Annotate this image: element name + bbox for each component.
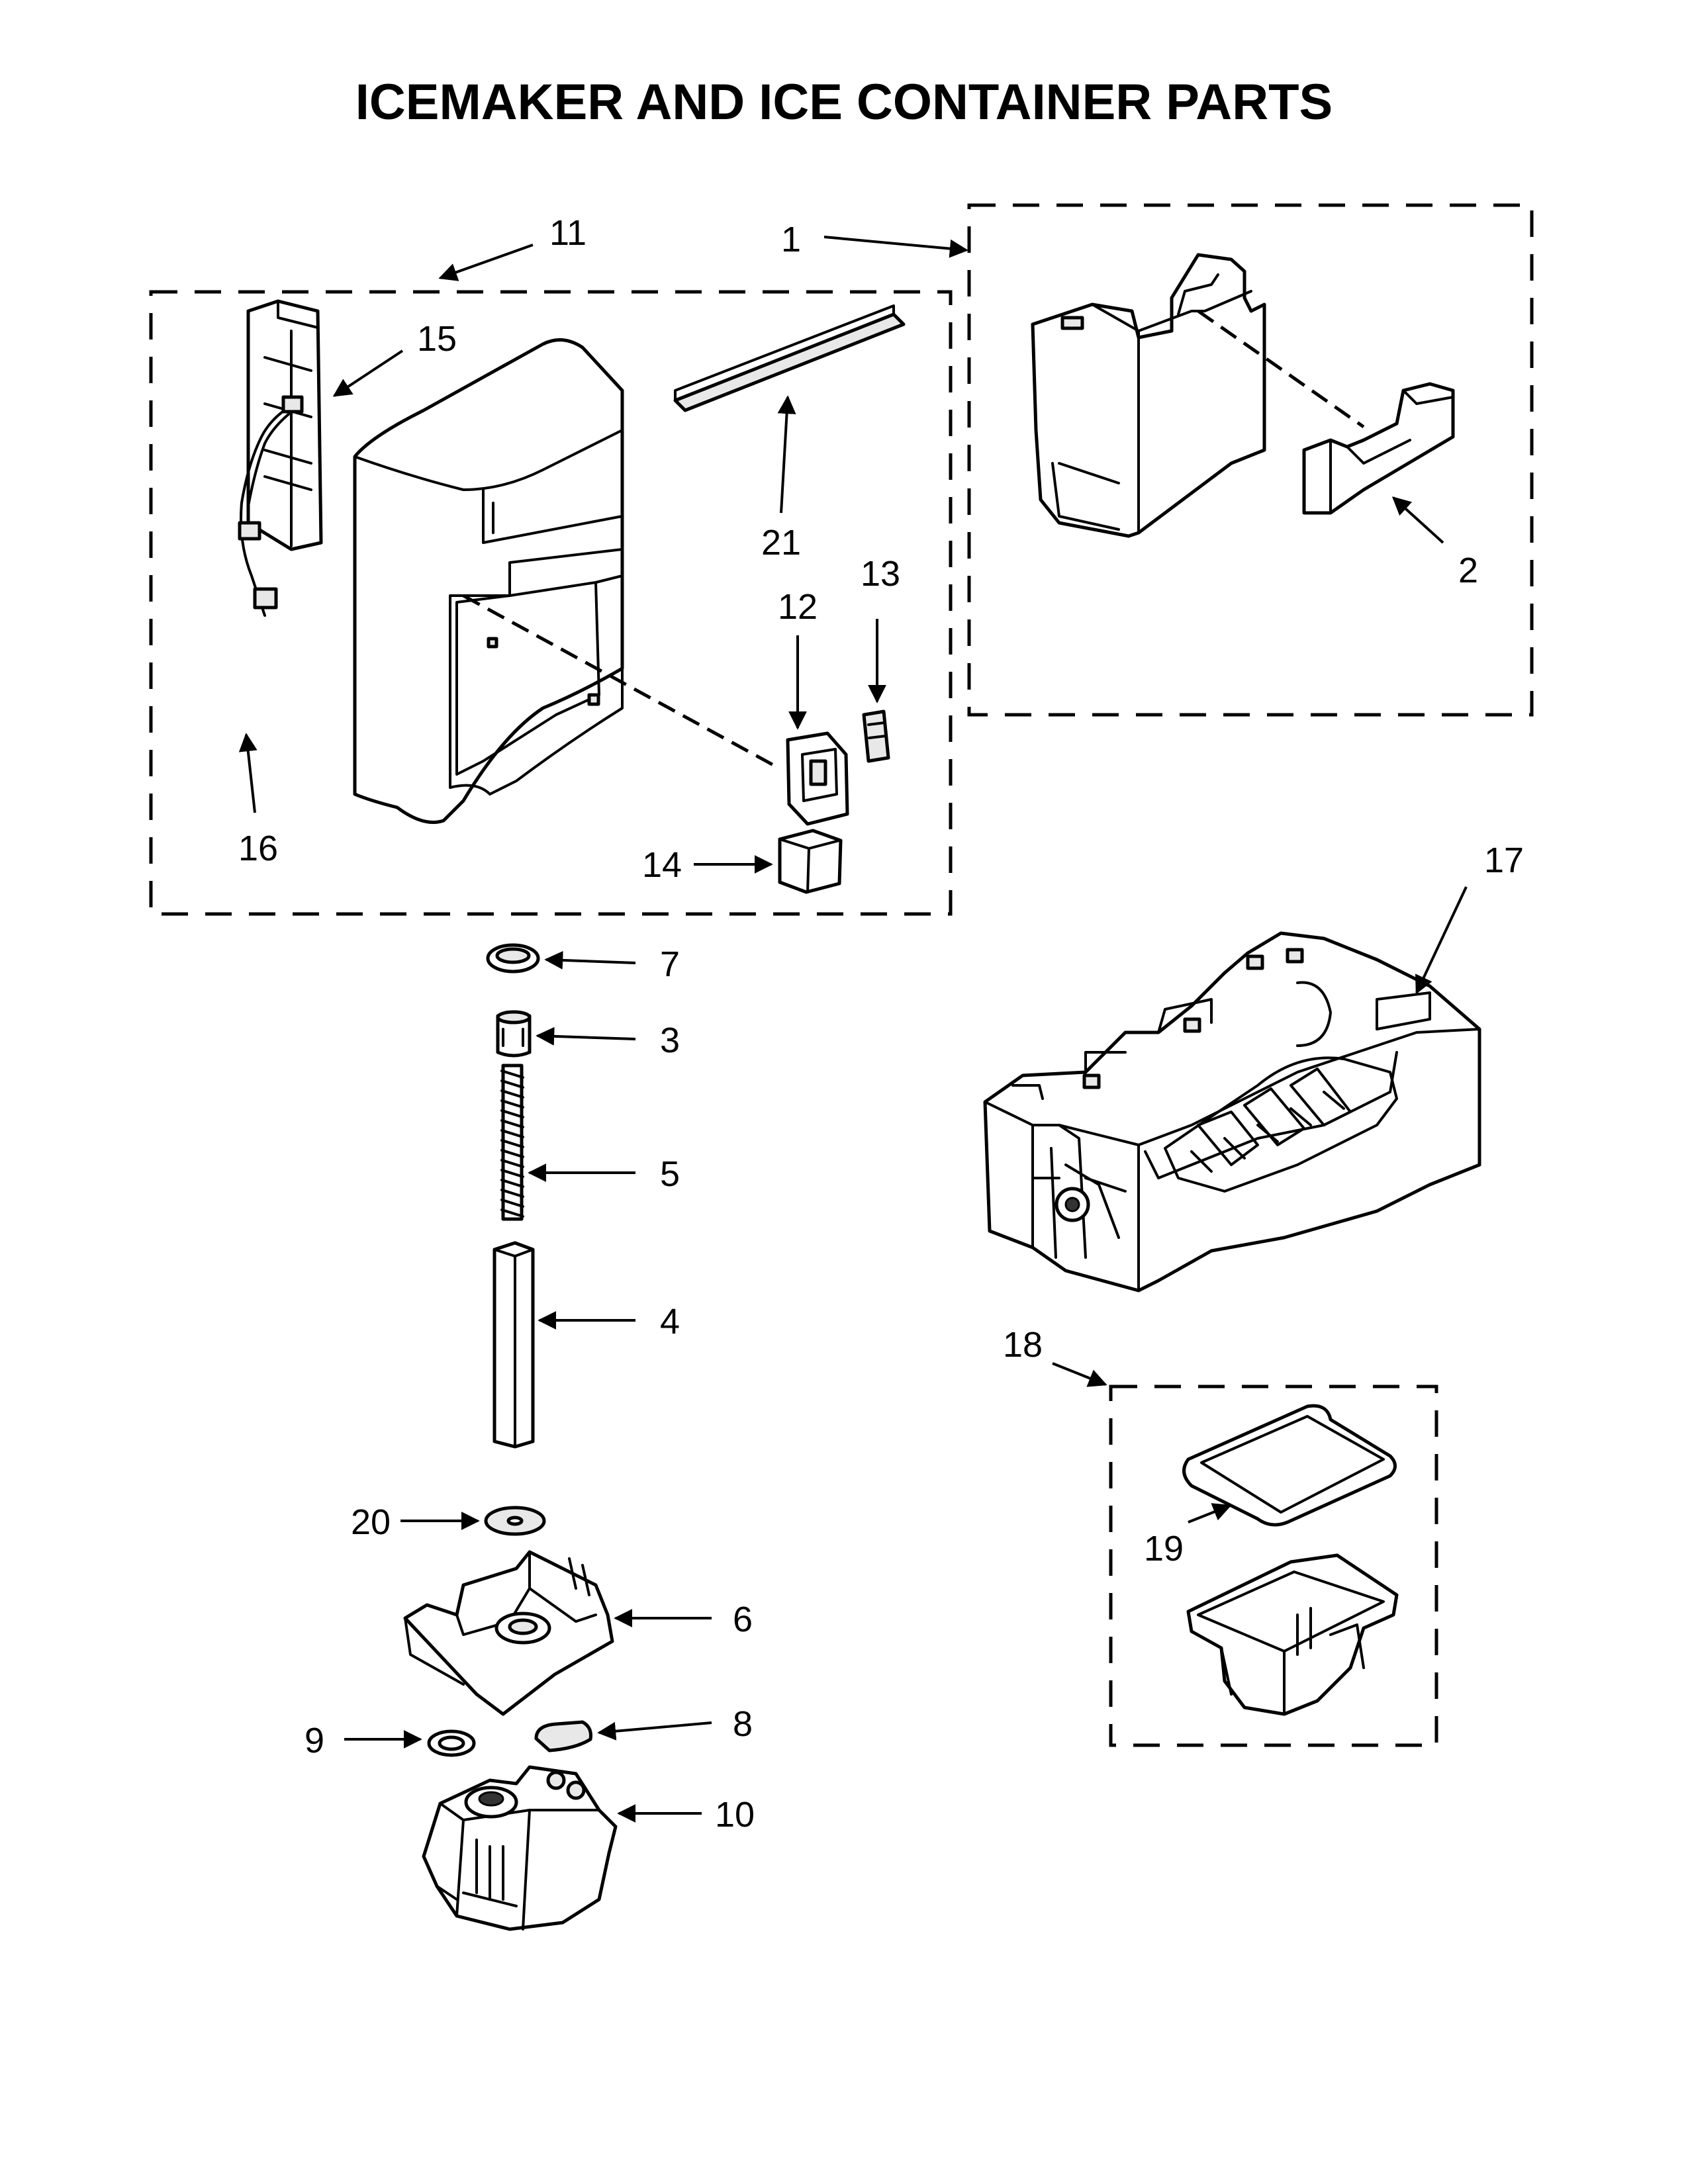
leader-7 — [544, 950, 636, 970]
callout-15: 15 — [417, 319, 457, 359]
part-14-relay — [778, 829, 843, 894]
part-15-side-panel — [246, 299, 323, 551]
leader-15 — [332, 349, 404, 397]
part-6-bracket — [403, 1550, 614, 1716]
callout-8: 8 — [733, 1704, 753, 1744]
part-5-auger-spring — [500, 1064, 524, 1221]
part-17-icemaker — [983, 931, 1481, 1293]
group-box-18 — [1109, 1385, 1438, 1747]
part-21-seal-strip — [673, 304, 906, 412]
callout-9: 9 — [305, 1721, 324, 1760]
part-2-bin-front — [1302, 382, 1455, 515]
callout-10: 10 — [715, 1795, 755, 1835]
callout-7: 7 — [660, 944, 680, 984]
leader-1 — [823, 236, 968, 258]
callout-11: 11 — [549, 213, 586, 253]
part-18-funnel — [1186, 1553, 1399, 1716]
callout-16: 16 — [238, 829, 278, 868]
part-20-washer — [484, 1506, 546, 1536]
callout-5: 5 — [660, 1154, 680, 1194]
group-box-11 — [149, 290, 953, 916]
part-9-washer — [427, 1729, 476, 1757]
callout-13: 13 — [861, 554, 900, 594]
callout-4: 4 — [660, 1302, 680, 1342]
leader-2 — [1391, 496, 1444, 544]
callout-labels: 1 2 3 4 5 6 7 8 9 10 11 12 13 14 15 16 1… — [238, 213, 1524, 1835]
callout-3: 3 — [660, 1021, 680, 1060]
part-19-gasket — [1182, 1404, 1397, 1527]
page-title: ICEMAKER AND ICE CONTAINER PARTS — [355, 74, 1333, 130]
part-4-shaft — [492, 1241, 535, 1449]
leader-3 — [536, 1026, 636, 1046]
callout-6: 6 — [733, 1600, 753, 1639]
part-13-switch — [862, 709, 890, 763]
callout-12: 12 — [778, 587, 818, 627]
part-16-wire-harness — [238, 395, 304, 617]
alignment-line-2 — [1197, 309, 1365, 429]
leader-18 — [1052, 1362, 1107, 1387]
leader-19 — [1188, 1503, 1232, 1524]
callout-14: 14 — [642, 845, 682, 885]
callout-20: 20 — [351, 1502, 391, 1542]
callout-21: 21 — [761, 523, 801, 563]
callout-19: 19 — [1144, 1529, 1184, 1569]
leader-arrows — [238, 236, 1468, 1823]
group-box-1 — [967, 203, 1534, 717]
part-3-coupler — [496, 1010, 532, 1058]
leader-8 — [597, 1721, 712, 1741]
part-8-pad — [534, 1720, 592, 1752]
part-11-housing — [353, 338, 624, 824]
callout-2: 2 — [1458, 551, 1478, 590]
callout-17: 17 — [1484, 841, 1524, 880]
callout-1: 1 — [781, 220, 801, 259]
part-1-ice-bin — [1031, 253, 1266, 538]
alignment-line-12 — [462, 594, 777, 768]
leader-21 — [777, 395, 796, 514]
leader-17 — [1415, 886, 1468, 995]
callout-18: 18 — [1003, 1325, 1043, 1365]
part-12-control-board — [786, 731, 849, 826]
part-10-motor — [422, 1765, 618, 1931]
leader-11 — [438, 244, 534, 281]
part-7-cap — [486, 943, 540, 974]
leader-16 — [238, 733, 258, 813]
